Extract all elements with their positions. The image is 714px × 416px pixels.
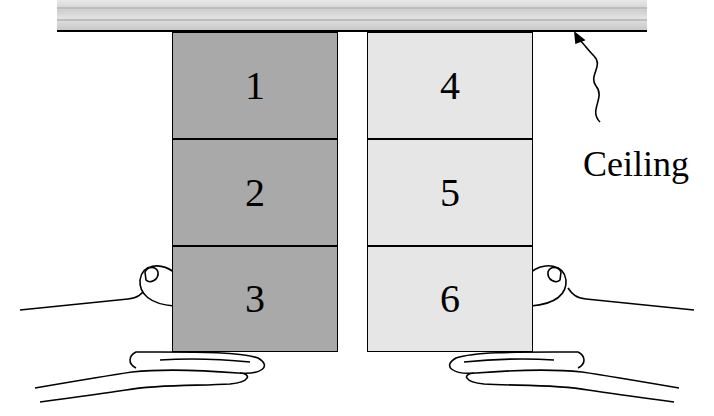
- ceiling-pointer: [575, 33, 600, 122]
- block-number: 6: [440, 279, 460, 319]
- stacked-block: 1: [172, 32, 338, 139]
- stacked-block: 6: [367, 246, 533, 352]
- block-number: 2: [245, 173, 265, 213]
- ceiling-bar: [57, 0, 647, 31]
- stacked-block: 5: [367, 139, 533, 246]
- block-number: 1: [245, 66, 265, 106]
- block-number: 3: [245, 279, 265, 319]
- stacked-block: 2: [172, 139, 338, 246]
- block-number: 4: [440, 66, 460, 106]
- ceiling-label: Ceiling: [583, 146, 689, 182]
- block-number: 5: [440, 173, 460, 213]
- stacked-block: 3: [172, 246, 338, 352]
- stacked-block: 4: [367, 32, 533, 139]
